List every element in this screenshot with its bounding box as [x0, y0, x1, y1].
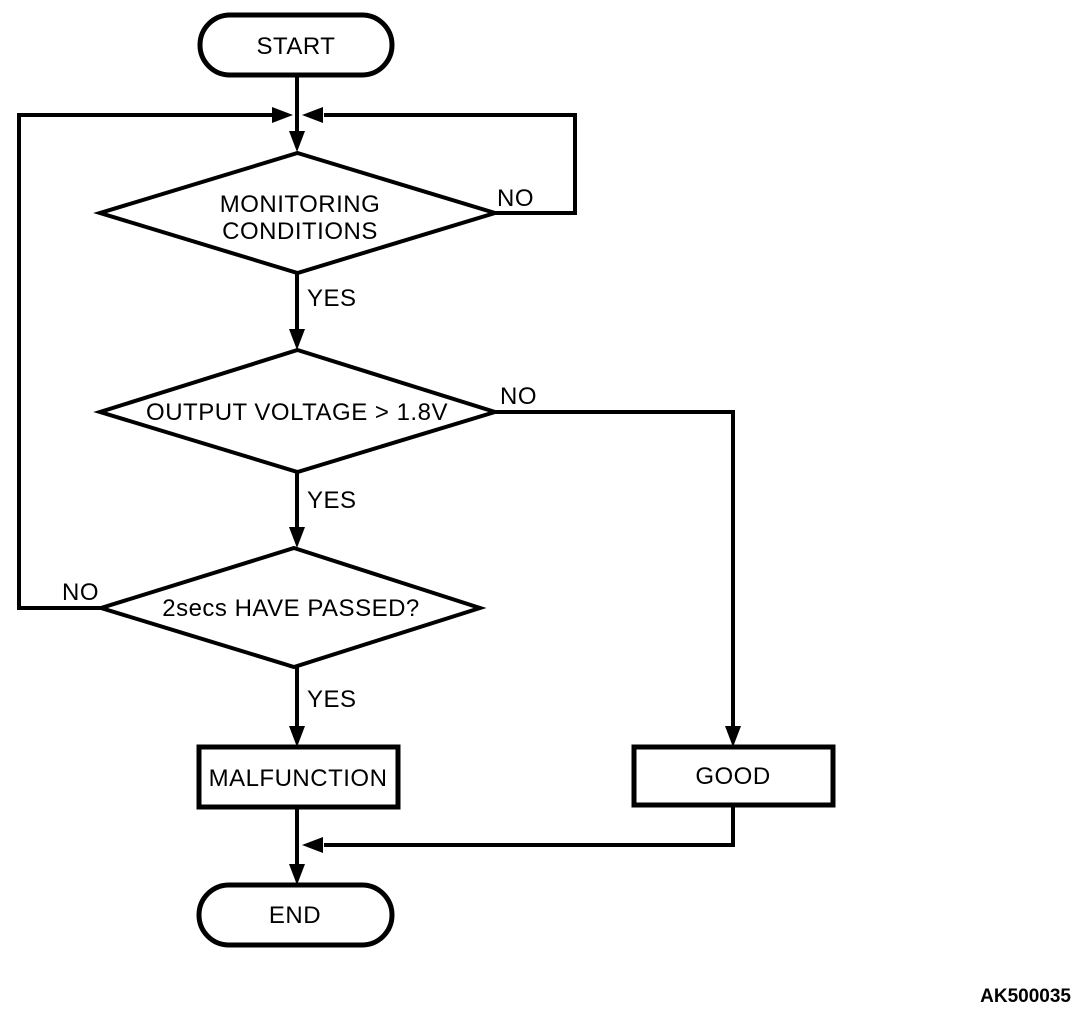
edge-label-timer-no: NO: [62, 579, 99, 606]
arrowhead-down-icon: [289, 527, 305, 548]
timer-label: 2secs HAVE PASSED?: [162, 595, 420, 622]
arrowhead-down-icon: [725, 726, 741, 747]
start-label: START: [257, 33, 336, 60]
edge-monitoring-yes: [289, 273, 305, 350]
node-decision-monitoring: MONITORING CONDITIONS: [93, 150, 502, 276]
arrowhead-down-icon: [289, 864, 305, 885]
edge-good-to-merge: [302, 805, 735, 853]
node-end: END: [196, 882, 395, 948]
arrowhead-down-icon: [289, 726, 305, 747]
good-box-shape: [631, 744, 836, 808]
edge-label-monitoring-yes: YES: [307, 285, 357, 312]
timer-diamond-shape: [94, 545, 487, 670]
end-terminator-shape: [196, 882, 395, 948]
figure-code-label: AK500035: [980, 986, 1071, 1007]
edge-label-monitoring-no: NO: [497, 185, 534, 212]
edge-label-voltage-no: NO: [500, 383, 537, 410]
arrowhead-down-icon: [289, 329, 305, 350]
malfunction-label: MALFUNCTION: [209, 765, 388, 792]
malfunction-box-shape: [196, 744, 401, 810]
monitoring-label-line1: MONITORING: [220, 191, 381, 218]
voltage-label: OUTPUT VOLTAGE > 1.8V: [146, 399, 448, 426]
edge-voltage-no: [495, 410, 741, 747]
voltage-diamond-shape: [93, 347, 502, 475]
node-start: START: [197, 12, 395, 78]
edge-monitoring-no-loop: [302, 107, 577, 215]
edge-timer-no-loop: [17, 107, 293, 610]
edge-line: [324, 113, 577, 215]
end-label: END: [269, 902, 321, 929]
node-decision-voltage: OUTPUT VOLTAGE > 1.8V: [93, 347, 502, 475]
arrowhead-left-icon: [302, 107, 323, 123]
arrowhead-down-icon: [289, 131, 305, 152]
edge-line: [324, 805, 735, 847]
edge-label-voltage-yes: YES: [307, 487, 357, 514]
edge-start-to-monitoring: [289, 75, 305, 152]
node-malfunction: MALFUNCTION: [196, 744, 401, 810]
good-label: GOOD: [695, 763, 770, 790]
monitoring-label-line2: CONDITIONS: [222, 218, 378, 245]
node-good: GOOD: [631, 744, 836, 808]
edge-line: [495, 410, 735, 726]
arrowhead-left-icon: [302, 837, 323, 853]
node-decision-timer: 2secs HAVE PASSED?: [94, 545, 487, 670]
monitoring-diamond-shape: [93, 150, 502, 276]
edge-timer-yes: [289, 667, 305, 747]
edge-voltage-yes: [289, 472, 305, 548]
edge-label-timer-yes: YES: [307, 686, 357, 713]
edge-line: [17, 113, 272, 610]
start-terminator-shape: [197, 12, 395, 78]
arrowhead-right-icon: [272, 107, 293, 123]
edge-malfunction-to-end: [289, 807, 305, 885]
